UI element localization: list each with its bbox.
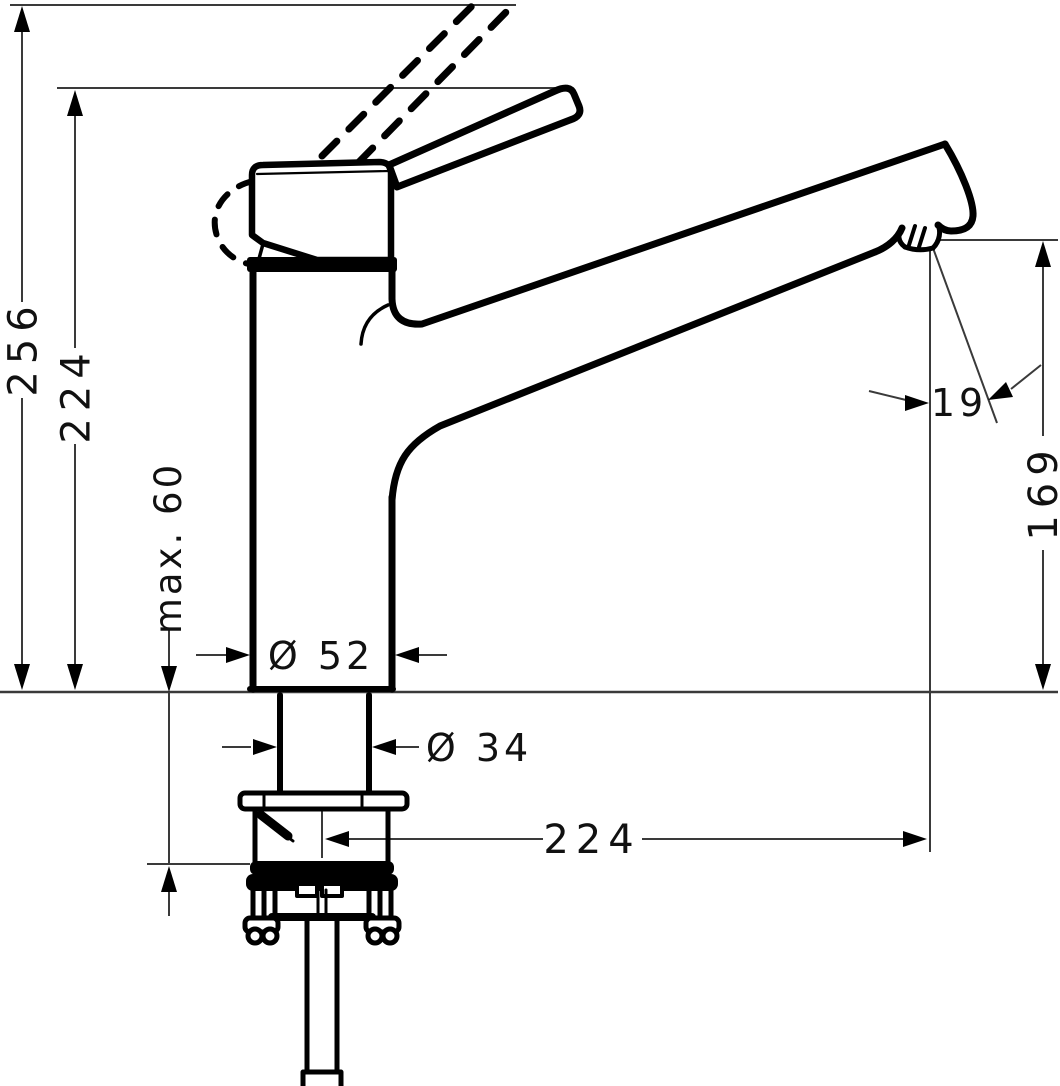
screw-tip-right-1 [365, 926, 385, 946]
raised-lever-edge-1 [318, 0, 482, 160]
aerator-right-edge [930, 222, 943, 251]
spout-end-face [934, 140, 977, 235]
dimension-deck-thickness: max. 60 [147, 462, 190, 916]
arrow-left-icon [395, 647, 419, 663]
arrow-down-icon [14, 664, 30, 690]
arrow-left-icon [372, 739, 396, 755]
arrow-right-icon [226, 647, 250, 663]
dimension-outlet-height: 169 [1021, 241, 1060, 690]
arrow-up-icon [1035, 241, 1051, 267]
spout-top-edge [388, 140, 949, 328]
undermount-hardware [237, 692, 410, 1086]
spout-bottom-edge [388, 248, 879, 504]
raised-lever-edge-2 [354, 1, 517, 167]
lever-handle [385, 84, 584, 191]
raised-lever-dashed-outline [211, 0, 517, 268]
arrow-right-icon [905, 395, 929, 411]
dim-label-256: 256 [1, 299, 47, 396]
seal-ring-upper [250, 861, 394, 875]
screw-head-left [295, 882, 319, 898]
dim-label-max-60: max. 60 [147, 462, 190, 634]
supply-pipe-end-fitting [300, 1069, 344, 1086]
arrow-up-icon [161, 866, 177, 892]
dimension-shank-diameter: Ø 34 [222, 726, 532, 770]
arrow-right-icon [253, 739, 277, 755]
hose-nipple [256, 810, 293, 841]
dimension-lever-height: 224 [54, 90, 100, 690]
arrow-down-icon [161, 666, 177, 692]
extension-lines [0, 4, 1058, 865]
screw-tip-left-1 [245, 926, 265, 946]
raised-cap-dashed-arc [211, 178, 257, 268]
handle-cap [248, 158, 395, 264]
arrow-down-icon [67, 664, 83, 690]
dimension-spout-reach: 224 [325, 817, 927, 863]
dim-label-19: 19 [931, 381, 987, 425]
dim-label-dia-34: Ø 34 [426, 726, 532, 770]
aerator-ring-line-2 [917, 226, 927, 249]
dim-label-224-vertical: 224 [54, 346, 100, 443]
arrow-down-icon [1035, 664, 1051, 690]
dim-label-169: 169 [1021, 443, 1060, 540]
handle-cap-top-face-line [255, 169, 391, 176]
screw-tip-right-2 [380, 926, 400, 946]
joint-ring [247, 257, 397, 272]
dimension-body-diameter: Ø 52 [196, 634, 447, 678]
dimension-total-height: 256 [1, 6, 47, 690]
screw-tip-left-2 [260, 926, 280, 946]
outlet-axis-extension-line [932, 247, 998, 424]
neck-seam-arc [359, 303, 390, 346]
arrow-left-icon [325, 831, 349, 847]
flange-plate [237, 790, 410, 812]
dim-label-dia-52: Ø 52 [268, 634, 374, 678]
aerator-ring-line-1 [907, 224, 917, 247]
arrow-left-down-icon [988, 382, 1013, 400]
dimension-outlet-offset: 19 [868, 364, 1042, 425]
aerator [896, 222, 943, 253]
arrow-up-icon [67, 90, 83, 116]
arrow-right-icon [903, 831, 927, 847]
faucet-outline [247, 84, 977, 693]
dim-label-224-horizontal: 224 [543, 817, 640, 863]
arrow-up-icon [14, 6, 30, 32]
